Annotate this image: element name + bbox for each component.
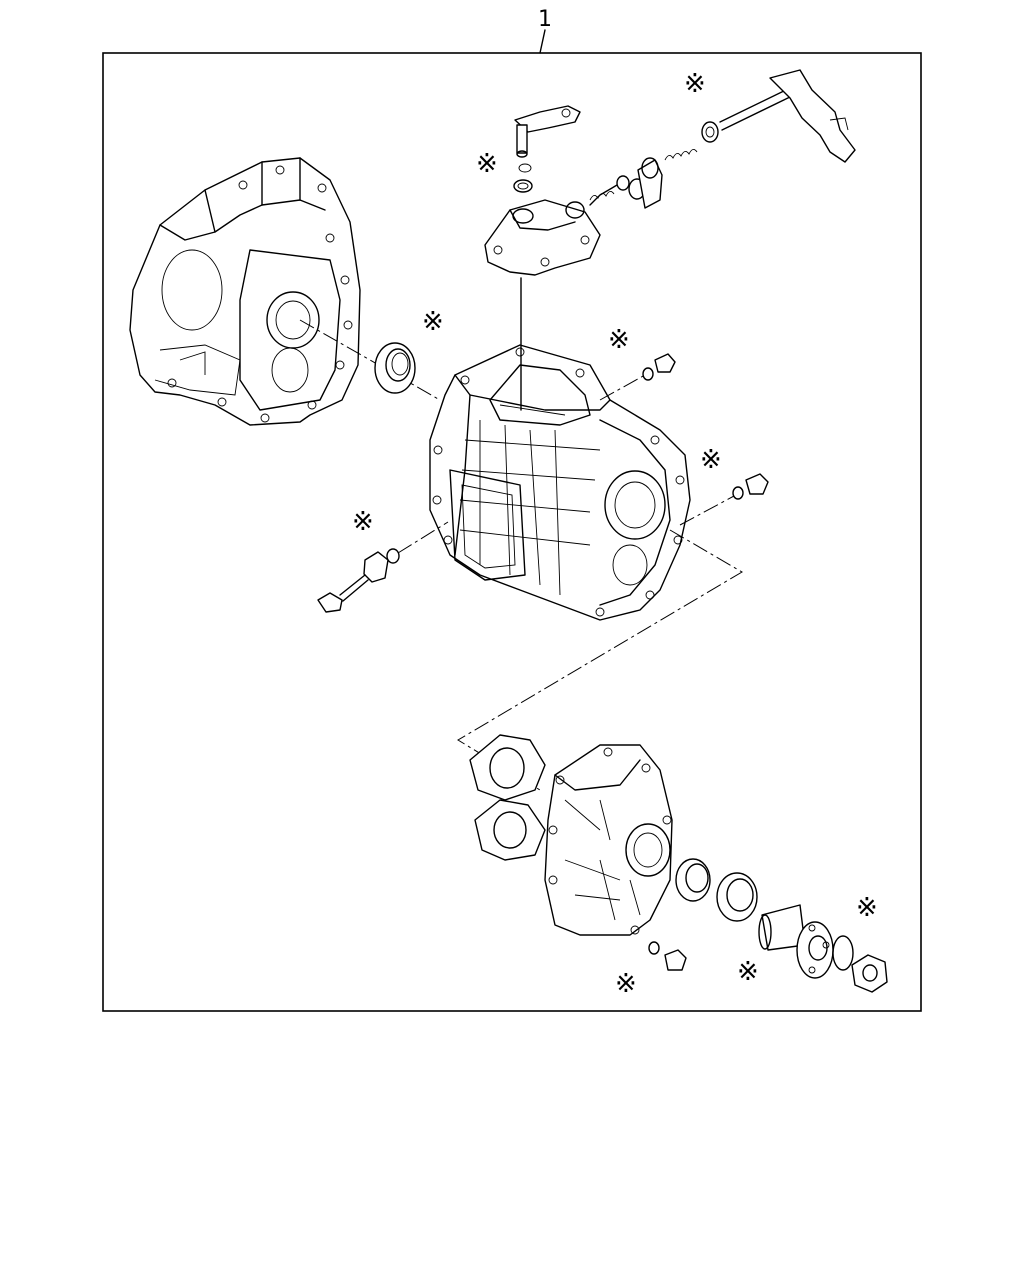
replacement-mark: ※ — [608, 325, 630, 355]
callout-leader — [539, 29, 546, 54]
plug-axis-line — [599, 374, 646, 401]
shift-control-cover — [484, 199, 601, 276]
left-bolt-assembly — [317, 548, 400, 613]
extension-drain-plug — [648, 941, 687, 971]
flange-nut — [851, 954, 888, 993]
shift-lever — [514, 105, 581, 158]
extension-housing — [544, 744, 673, 936]
lever-oil-seal — [513, 163, 533, 193]
front-oil-seal — [374, 342, 416, 394]
replacement-mark: ※ — [684, 69, 706, 99]
replacement-mark: ※ — [615, 969, 637, 999]
shift-rod-assembly — [589, 69, 856, 209]
replacement-mark: ※ — [422, 307, 444, 337]
replacement-mark: ※ — [352, 507, 374, 537]
transmission-case — [429, 344, 691, 621]
clutch-housing — [129, 157, 361, 426]
replacement-mark: ※ — [476, 149, 498, 179]
left-bolt-axis-line — [397, 521, 449, 554]
companion-flange — [758, 904, 834, 979]
rear-bushing — [675, 858, 711, 902]
extension-gaskets — [469, 734, 546, 861]
filler-plug — [642, 353, 676, 381]
flange-o-ring — [832, 935, 854, 971]
diagram-frame — [102, 52, 922, 1012]
replacement-mark: ※ — [856, 893, 878, 923]
rear-oil-seal — [716, 872, 758, 922]
replacement-mark: ※ — [700, 445, 722, 475]
callout-number: 1 — [538, 7, 552, 32]
side-plug-axis-line — [679, 495, 735, 526]
replacement-mark: ※ — [737, 957, 759, 987]
side-plug — [732, 473, 769, 500]
